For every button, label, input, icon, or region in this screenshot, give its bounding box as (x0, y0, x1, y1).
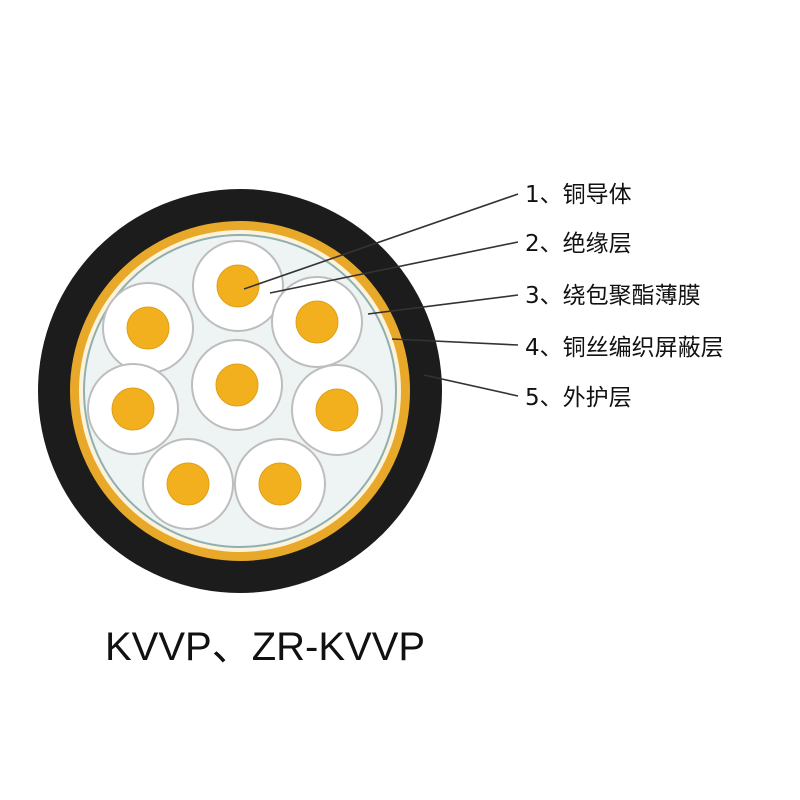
leader-line (391, 338, 519, 346)
core (291, 364, 383, 456)
leader-lines (243, 193, 519, 397)
core (271, 276, 363, 368)
copper-conductor (111, 387, 155, 431)
copper-conductor (216, 264, 260, 308)
layer-label-insulation: 2、绝缘层 (525, 231, 632, 257)
core (191, 339, 283, 431)
cable-model-title: KVVP、ZR-KVVP (105, 625, 425, 669)
copper-conductor (126, 306, 170, 350)
copper-conductor (315, 388, 359, 432)
core (87, 363, 179, 455)
layer-label-polyester-film: 3、绕包聚酯薄膜 (525, 283, 701, 309)
core (192, 240, 284, 332)
core (142, 438, 234, 530)
copper-conductor (215, 363, 259, 407)
leader-line (423, 374, 519, 397)
core (102, 282, 194, 374)
copper-conductor (166, 462, 210, 506)
core (234, 438, 326, 530)
copper-conductor (295, 300, 339, 344)
leader-line (243, 193, 519, 290)
layer-label-copper-braid-shield: 4、铜丝编织屏蔽层 (525, 335, 724, 361)
layer-label-copper-conductor: 1、铜导体 (525, 182, 632, 208)
leader-line (269, 241, 519, 294)
leader-line (367, 294, 519, 315)
layer-label-outer-sheath: 5、外护层 (525, 385, 632, 411)
copper-conductor (258, 462, 302, 506)
